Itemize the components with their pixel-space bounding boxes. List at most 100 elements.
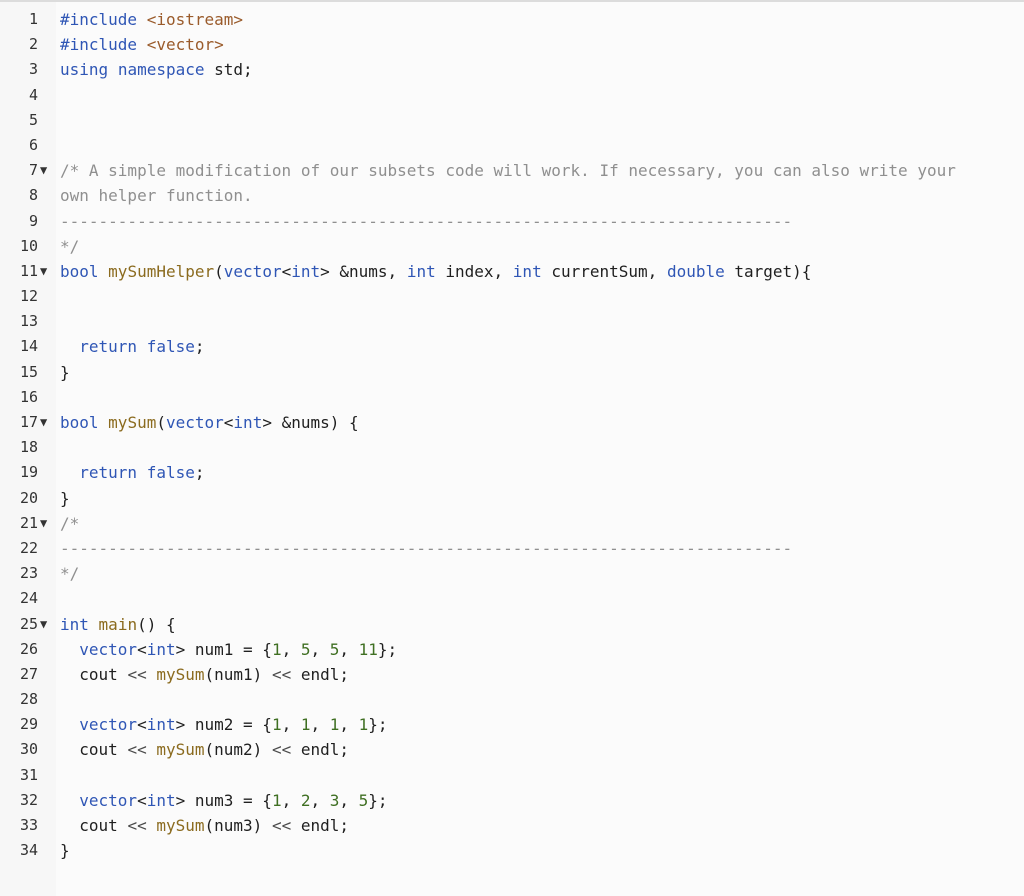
line-number: 7 — [28, 161, 38, 180]
line-number: 33 — [19, 816, 38, 834]
code-line[interactable]: 28 — [0, 687, 1024, 712]
code-token: mySum — [156, 816, 205, 835]
code-line[interactable]: 25▼int main() { — [0, 612, 1024, 637]
code-token: return — [79, 337, 138, 357]
code-line[interactable]: 30 cout << mySum(num2) << endl; — [0, 737, 1024, 762]
line-text[interactable]: #include <iostream> — [60, 7, 1020, 32]
code-token — [99, 413, 109, 432]
code-line[interactable]: 13 — [0, 309, 1024, 334]
code-line[interactable]: 16 — [0, 385, 1024, 410]
code-line[interactable]: 24 — [0, 586, 1024, 611]
code-line[interactable]: 33 cout << mySum(num3) << endl; — [0, 813, 1024, 838]
line-text[interactable]: cout << mySum(num1) << endl; — [60, 662, 1020, 687]
code-line[interactable]: 34} — [0, 838, 1024, 863]
line-text[interactable]: using namespace std; — [60, 57, 1020, 82]
line-text[interactable]: */ — [60, 234, 1020, 259]
code-token: ----------------------------------------… — [60, 538, 793, 558]
line-text[interactable]: #include <vector> — [60, 32, 1020, 57]
code-line[interactable]: 31 — [0, 763, 1024, 788]
line-text[interactable]: bool mySum(vector<int> &nums) { — [60, 410, 1020, 435]
code-token: ; — [194, 463, 205, 483]
code-line[interactable]: 2#include <vector> — [0, 32, 1024, 57]
code-line[interactable]: 22 --------------------------------------… — [0, 536, 1024, 561]
line-text[interactable]: vector<int> num3 = {1, 2, 3, 5}; — [60, 788, 1020, 813]
code-token: cout — [60, 664, 128, 684]
code-line[interactable]: 14 return false; — [0, 334, 1024, 359]
fold-toggle-icon[interactable]: ▼ — [40, 616, 48, 631]
line-text[interactable]: return false; — [60, 334, 1020, 359]
code-line[interactable]: 23*/ — [0, 561, 1024, 586]
code-token: bool — [60, 413, 99, 432]
fold-toggle-icon[interactable]: ▼ — [40, 163, 48, 178]
line-text[interactable]: } — [60, 360, 1020, 385]
line-number: 14 — [19, 337, 38, 356]
code-token — [108, 60, 118, 79]
code-line[interactable]: 5 — [0, 108, 1024, 133]
code-token: /* A simple modification of our subsets … — [60, 161, 956, 181]
code-token: , — [339, 790, 359, 810]
code-token: false — [146, 337, 195, 357]
code-token: > num2 = { — [175, 715, 272, 735]
code-token: 1 — [300, 715, 311, 735]
line-text[interactable]: /* — [60, 511, 1020, 536]
code-token: , — [339, 715, 359, 735]
code-token: 1 — [329, 715, 340, 735]
line-text[interactable]: vector<int> num2 = {1, 1, 1, 1}; — [60, 712, 1020, 737]
line-text[interactable]: return false; — [60, 460, 1020, 485]
line-text[interactable]: own helper function. — [60, 183, 1020, 208]
code-token: 1 — [271, 639, 282, 659]
line-text[interactable]: } — [60, 486, 1020, 511]
line-text[interactable]: cout << mySum(num3) << endl; — [60, 813, 1020, 838]
code-line[interactable]: 10*/ — [0, 234, 1024, 259]
code-line[interactable]: 20} — [0, 486, 1024, 511]
code-token: own helper function. — [60, 186, 253, 206]
fold-toggle-icon[interactable]: ▼ — [40, 263, 48, 278]
fold-toggle-icon[interactable]: ▼ — [40, 415, 48, 429]
line-text[interactable]: int main() { — [60, 612, 1020, 637]
code-line[interactable]: 11▼bool mySumHelper(vector<int> &nums, i… — [0, 259, 1024, 284]
code-token: vector — [79, 790, 138, 810]
code-token: 5 — [329, 639, 340, 659]
code-line[interactable]: 4 — [0, 83, 1024, 108]
line-text[interactable]: /* A simple modification of our subsets … — [60, 158, 1020, 183]
line-text[interactable]: } — [60, 838, 1020, 863]
code-line[interactable]: 6 — [0, 133, 1024, 158]
code-token: << — [271, 740, 292, 760]
code-line[interactable]: 18 — [0, 435, 1024, 460]
code-line[interactable]: 26 vector<int> num1 = {1, 5, 5, 11}; — [0, 637, 1024, 662]
code-line[interactable]: 29 vector<int> num2 = {1, 1, 1, 1}; — [0, 712, 1024, 737]
code-line[interactable]: 7▼ /* A simple modification of our subset… — [0, 158, 1024, 183]
line-text[interactable]: ----------------------------------------… — [60, 209, 1020, 234]
code-line[interactable]: 32 vector<int> num3 = {1, 2, 3, 5}; — [0, 788, 1024, 813]
code-line[interactable]: 9---------------------------------------… — [0, 209, 1024, 234]
code-line[interactable]: 27 cout << mySum(num1) << endl; — [0, 662, 1024, 687]
code-line[interactable]: 19 return false; — [0, 460, 1024, 485]
line-number: 3 — [28, 60, 38, 79]
code-token: */ — [60, 564, 80, 584]
code-token: < — [223, 413, 234, 432]
line-text[interactable]: vector<int> num1 = {1, 5, 5, 11}; — [60, 637, 1020, 662]
fold-toggle-icon[interactable]: ▼ — [40, 515, 48, 530]
code-token: 1 — [271, 715, 282, 735]
line-number: 17 — [19, 413, 38, 431]
line-number: 4 — [28, 85, 38, 104]
line-text[interactable]: cout << mySum(num2) << endl; — [60, 737, 1020, 762]
code-line[interactable]: 21▼/* — [0, 511, 1024, 536]
line-text[interactable]: bool mySumHelper(vector<int> &nums, int … — [60, 259, 1020, 284]
line-text[interactable]: ----------------------------------------… — [60, 536, 1020, 561]
code-line[interactable]: 15} — [0, 360, 1024, 385]
code-token: > num1 = { — [175, 639, 272, 659]
line-number: 22 — [19, 538, 38, 557]
code-line[interactable]: 1#include <iostream> — [0, 7, 1024, 32]
code-token: cout — [60, 816, 128, 835]
code-token: << — [271, 664, 292, 684]
code-line[interactable]: 12 — [0, 284, 1024, 309]
code-token: endl; — [291, 740, 350, 760]
code-line[interactable]: 3 using namespace std; — [0, 57, 1024, 82]
line-text[interactable]: */ — [60, 561, 1020, 586]
line-number: 34 — [19, 841, 38, 860]
code-line[interactable]: 17▼ bool mySum(vector<int> &nums) { — [0, 410, 1024, 435]
